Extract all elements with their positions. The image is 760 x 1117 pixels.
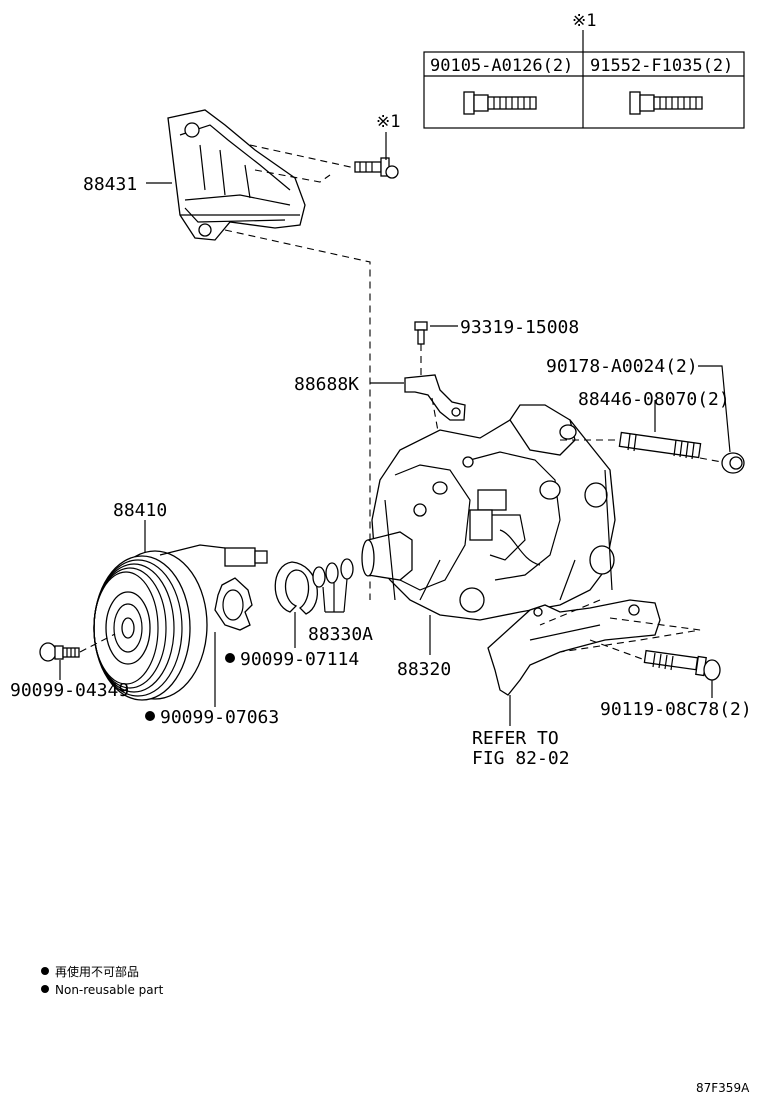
flange-bolt-icon <box>629 91 703 115</box>
label-90178-A0024: 90178-A0024(2) <box>546 356 698 377</box>
legend-dot <box>41 985 49 993</box>
stud-bolt-icon <box>618 431 702 460</box>
label-88320: 88320 <box>397 659 451 680</box>
label-90099-04349: 90099-04349 <box>10 680 129 701</box>
flange-nut-icon <box>721 452 745 474</box>
bolt-mark-label: ※1 <box>376 112 400 132</box>
magnetic-clutch <box>93 544 268 701</box>
sensor-bracket <box>404 374 466 421</box>
label-88410: 88410 <box>113 500 167 521</box>
label-88330A: 88330A <box>308 624 373 645</box>
hex-bolt-icon <box>643 649 721 681</box>
bolt-table-col-1: 90105-A0126(2) <box>430 56 573 76</box>
snap-ring <box>274 561 318 615</box>
label-93319-15008: 93319-15008 <box>460 317 579 338</box>
bolt-table-frame <box>423 51 745 129</box>
legend-jp: 再使用不可部品 <box>55 964 139 979</box>
label-refer-line1: REFER TO <box>472 728 559 749</box>
label-90099-07063: 90099-07063 <box>160 707 279 728</box>
bracket-bolt-icon <box>354 157 399 179</box>
o-ring-set <box>312 558 354 588</box>
non-reusable-dot <box>225 653 235 663</box>
mounting-bracket <box>487 599 661 696</box>
label-88431: 88431 <box>83 174 137 195</box>
bolt-table-mark: ※1 <box>572 11 596 31</box>
clutch-bolt-icon <box>39 642 80 662</box>
screw-icon <box>414 321 428 345</box>
label-88446-08070: 88446-08070(2) <box>578 389 730 410</box>
bolt-table: ※1 90105-A0126(2) 91552-F1035(2) <box>423 11 745 129</box>
bolt-table-col-2: 91552-F1035(2) <box>590 56 733 76</box>
legend-dot <box>41 967 49 975</box>
legend-en: Non-reusable part <box>55 983 164 997</box>
compressor-bracket <box>167 109 306 241</box>
diagram-code: 87F359A <box>696 1081 750 1095</box>
label-88688K: 88688K <box>294 374 359 395</box>
shim-ring <box>214 577 253 631</box>
legend: 再使用不可部品 Non-reusable part <box>41 964 164 997</box>
ac-compressor <box>361 404 616 621</box>
flange-bolt-icon <box>463 91 537 115</box>
label-90119-08C78: 90119-08C78(2) <box>600 699 752 720</box>
label-90099-07114: 90099-07114 <box>240 649 359 670</box>
non-reusable-dot <box>145 711 155 721</box>
label-refer-line2: FIG 82-02 <box>472 748 570 769</box>
